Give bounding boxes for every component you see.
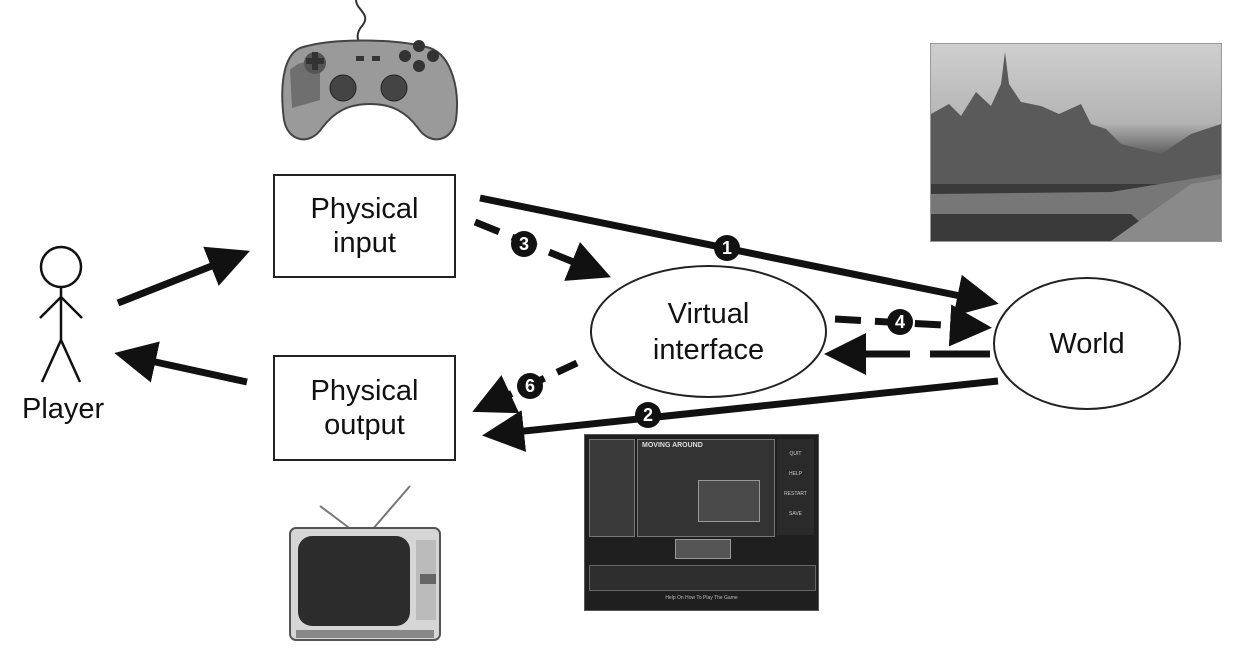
physical-output-box: Physical output — [273, 355, 456, 461]
world-label: World — [1049, 327, 1125, 360]
badge-3: 3 — [511, 231, 537, 257]
screen-menu-restart: RESTART — [784, 491, 807, 497]
physical-input-line2: input — [333, 227, 396, 259]
physical-output-line1: Physical — [310, 375, 419, 407]
arrow-output-to-player — [114, 341, 248, 386]
screen-footer: Help On How To Play The Game — [665, 595, 738, 601]
virtual-interface-line2: interface — [652, 333, 765, 366]
virtual-interface-ellipse: Virtual interface — [590, 265, 827, 398]
screen-menu-save: SAVE — [789, 511, 802, 517]
arrow-4-virtual-to-world — [834, 304, 992, 347]
badge-6: 6 — [517, 373, 543, 399]
physical-output-line2: output — [324, 409, 405, 441]
city-canal-photo — [930, 43, 1222, 242]
television-icon — [289, 485, 441, 641]
physical-input-line1: Physical — [310, 193, 419, 225]
badge-1: 1 — [714, 235, 740, 261]
game-screen-image: MOVING AROUND QUIT HELP RESTART SAVE Hel… — [584, 434, 819, 611]
screen-title: MOVING AROUND — [642, 442, 703, 449]
player-figure — [39, 245, 83, 383]
virtual-interface-line1: Virtual — [667, 297, 750, 330]
world-ellipse: World — [993, 277, 1181, 410]
arrow-player-to-input — [116, 246, 251, 307]
badge-4: 4 — [887, 309, 913, 335]
gamepad-icon — [281, 0, 458, 141]
physical-input-box: Physical input — [273, 174, 456, 278]
screen-menu-help: HELP — [788, 471, 803, 477]
arrow-3-input-to-virtual — [473, 218, 611, 281]
badge-2: 2 — [635, 402, 661, 428]
screen-menu-quit: QUIT — [789, 451, 802, 457]
player-label: Player — [22, 393, 105, 425]
arrow-2-world-to-output — [482, 377, 999, 452]
